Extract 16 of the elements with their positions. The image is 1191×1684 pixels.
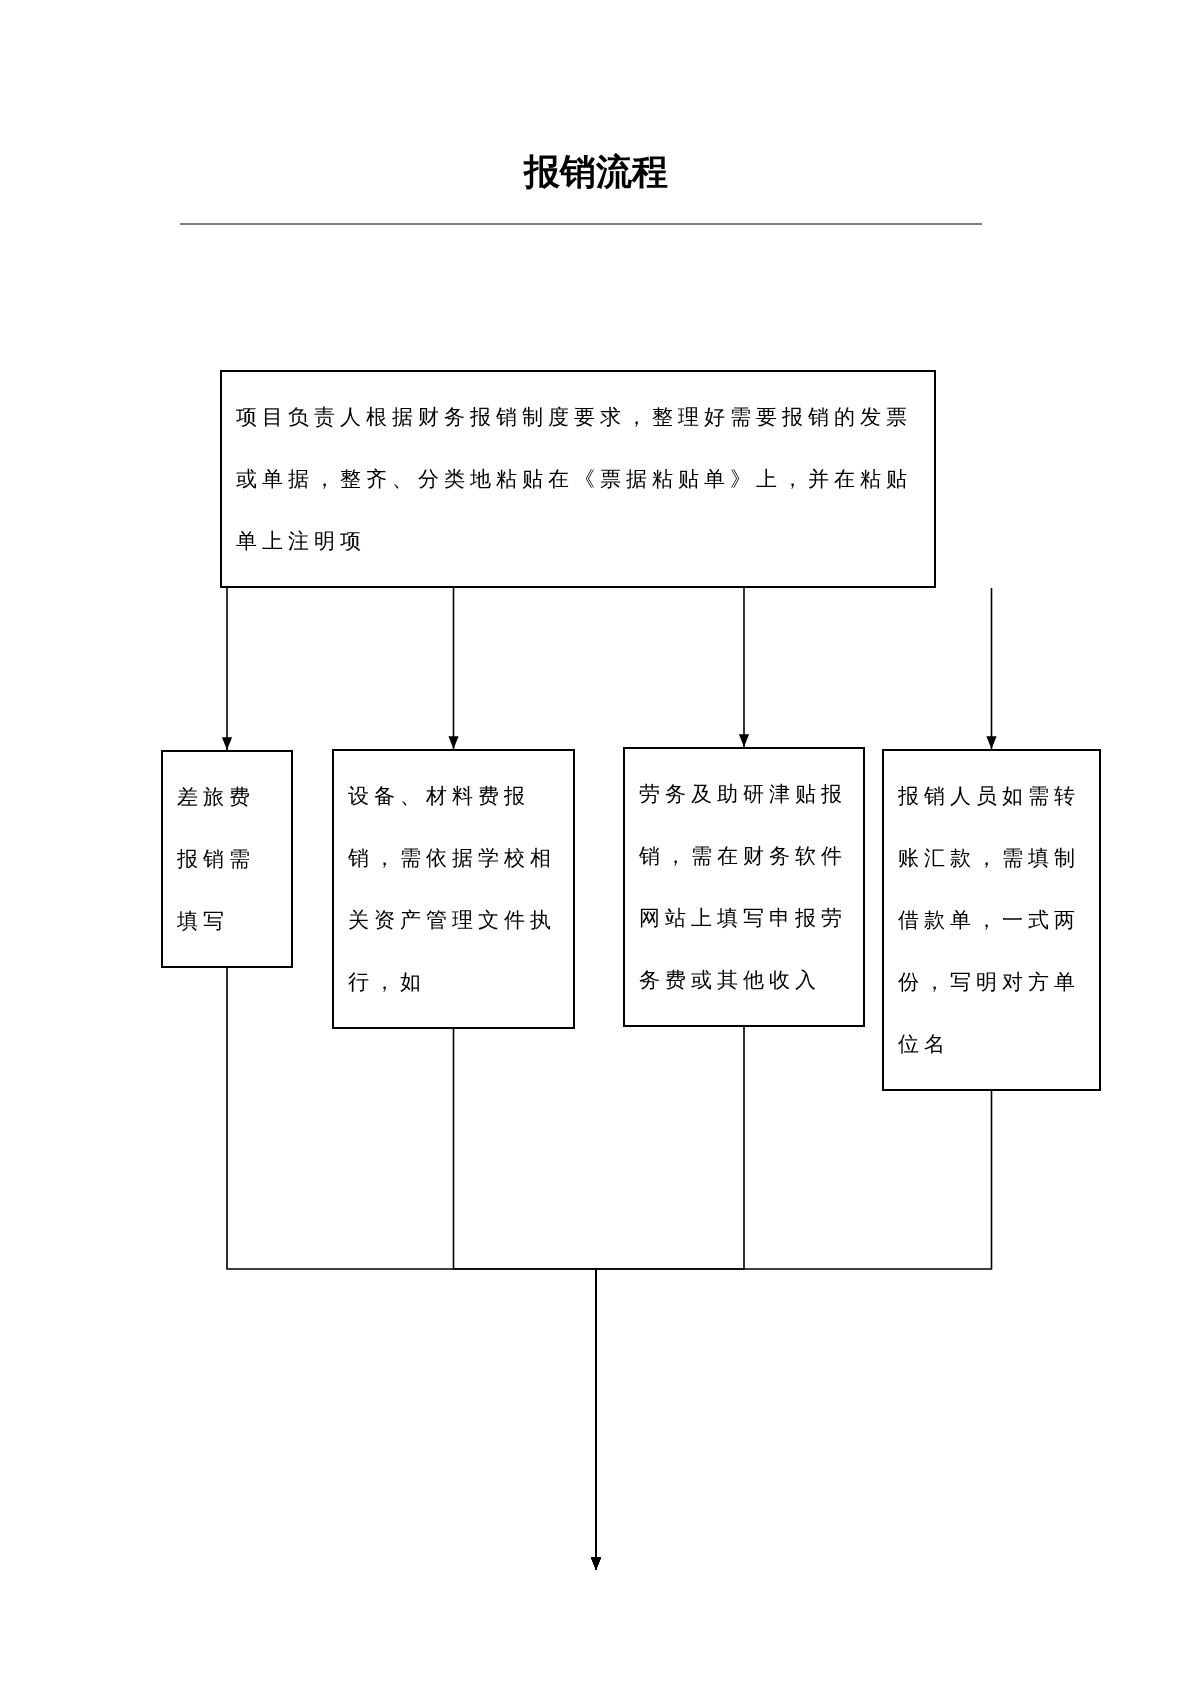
arrow — [590, 1090, 993, 1571]
title: 报销流程 — [522, 149, 669, 194]
process-box — [220, 370, 936, 588]
process-box — [623, 747, 865, 1027]
arrow — [986, 587, 997, 750]
box-text: 报销人员如需转账汇款，需填制借款单，一式两份，写明对方单位名 — [898, 783, 1081, 1058]
box-text: 项目负责人根据财务报销制度要求，整理好需要报销的发票或单据，整齐、分类地粘贴在《票据粘贴单》上，并在粘贴单上注明项 — [236, 404, 913, 555]
process-box — [882, 749, 1101, 1091]
arrow — [448, 587, 459, 750]
box-text: 差旅费报销需填写 — [177, 784, 256, 935]
process-box — [161, 750, 293, 968]
arrow — [221, 587, 233, 751]
box-text: 设备、材料费报销，需依据学校相关资产管理文件执行，如 — [348, 783, 557, 996]
process-box — [332, 749, 575, 1029]
box-text: 劳务及助研津贴报销，需在财务软件网站上填写申报劳务费或其他收入 — [639, 781, 848, 994]
arrow — [738, 587, 750, 748]
